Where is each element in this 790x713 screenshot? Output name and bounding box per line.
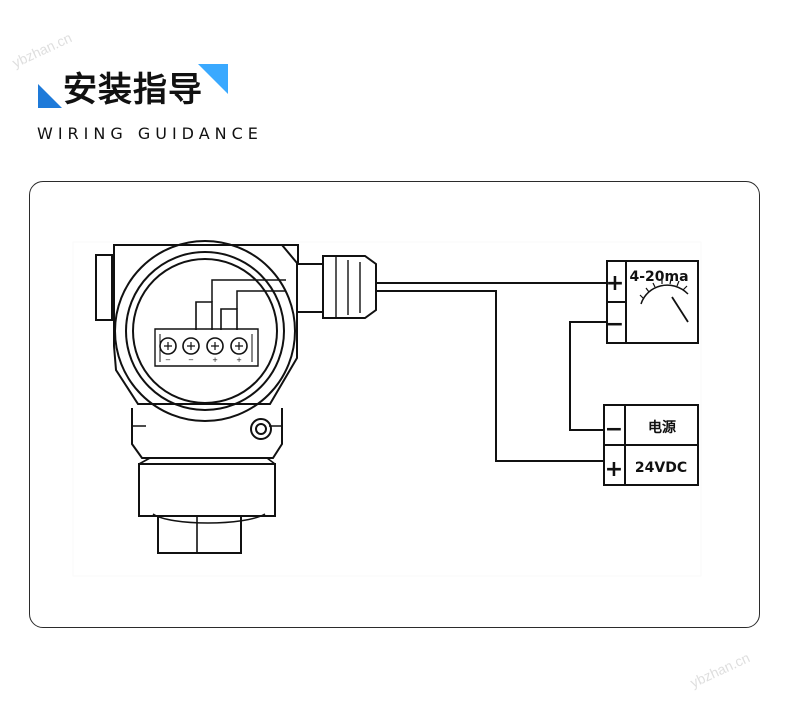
watermark-bottom: ybzhan.cn <box>687 649 753 691</box>
meter-to-power-wire <box>569 321 607 431</box>
title-accent-right <box>198 64 228 94</box>
cover-middle-ring <box>125 251 285 411</box>
power-plus-label: + <box>605 457 623 482</box>
power-voltage-label: 24VDC <box>635 460 687 476</box>
bottom-fitting-curve <box>152 513 266 524</box>
meter-minus-label: − <box>606 312 624 337</box>
meter-plus-label: + <box>606 271 624 296</box>
terminal-label-3: + <box>212 356 218 364</box>
power-supply-label: 电源 <box>648 419 676 436</box>
terminal-label-1: − <box>165 356 171 364</box>
terminal-screw-2-mark <box>187 342 195 350</box>
cable-gland <box>322 255 377 319</box>
side-nut-inner <box>255 423 267 435</box>
title-block: 安装指导 <box>38 64 230 118</box>
title-accent-left <box>38 84 62 108</box>
internal-wire-lower <box>236 290 286 309</box>
gland-ribs <box>335 256 361 318</box>
terminal-label-4: + <box>236 356 242 364</box>
meter-scale-ticks <box>639 278 688 300</box>
terminal-screw-3 <box>206 337 224 355</box>
lower-neck <box>131 408 283 459</box>
wiring-diagram: + − 4-20ma − + 电源 24VDC − − + + <box>72 240 702 577</box>
section-title: 安装指导 <box>63 70 203 110</box>
terminal-wire-loop-right <box>220 308 238 330</box>
meter-loop <box>569 260 699 431</box>
terminal-wire-loop-left <box>195 301 213 330</box>
terminal-label-2: − <box>188 356 194 364</box>
bottom-fitting <box>157 516 242 554</box>
internal-wire-upper <box>211 279 286 302</box>
terminal-row <box>159 337 248 355</box>
process-connection-shoulders <box>138 457 276 465</box>
cover-outer-ring <box>114 240 296 422</box>
terminal-screw-3-mark <box>211 342 219 350</box>
terminal-screw-4-mark <box>235 342 243 350</box>
terminal-screw-1-mark <box>164 342 172 350</box>
wiring-diagram-card: + − 4-20ma − + 电源 24VDC − − + + <box>29 181 760 628</box>
terminal-board <box>154 328 259 367</box>
housing-top-right-ridge <box>282 244 299 264</box>
terminal-screw-1 <box>159 337 177 355</box>
terminal-screw-2 <box>182 337 200 355</box>
terminal-screw-4 <box>230 337 248 355</box>
meter-needle <box>671 296 689 323</box>
process-connection-body <box>138 463 276 517</box>
power-minus-label: − <box>605 417 623 442</box>
section-header: 安装指导 WIRING GUIDANCE <box>0 0 790 160</box>
side-nut-outer <box>250 418 272 440</box>
gland-base <box>297 263 324 313</box>
section-subtitle: WIRING GUIDANCE <box>37 124 263 143</box>
meter-label: 4-20ma <box>629 269 688 285</box>
power-supply <box>603 404 699 486</box>
cover-inner-ring <box>132 258 278 404</box>
transmitter-device <box>72 240 702 577</box>
cable-minus-lower <box>376 290 604 462</box>
diagram-background-area <box>72 241 702 577</box>
housing-left-cap <box>95 254 113 321</box>
